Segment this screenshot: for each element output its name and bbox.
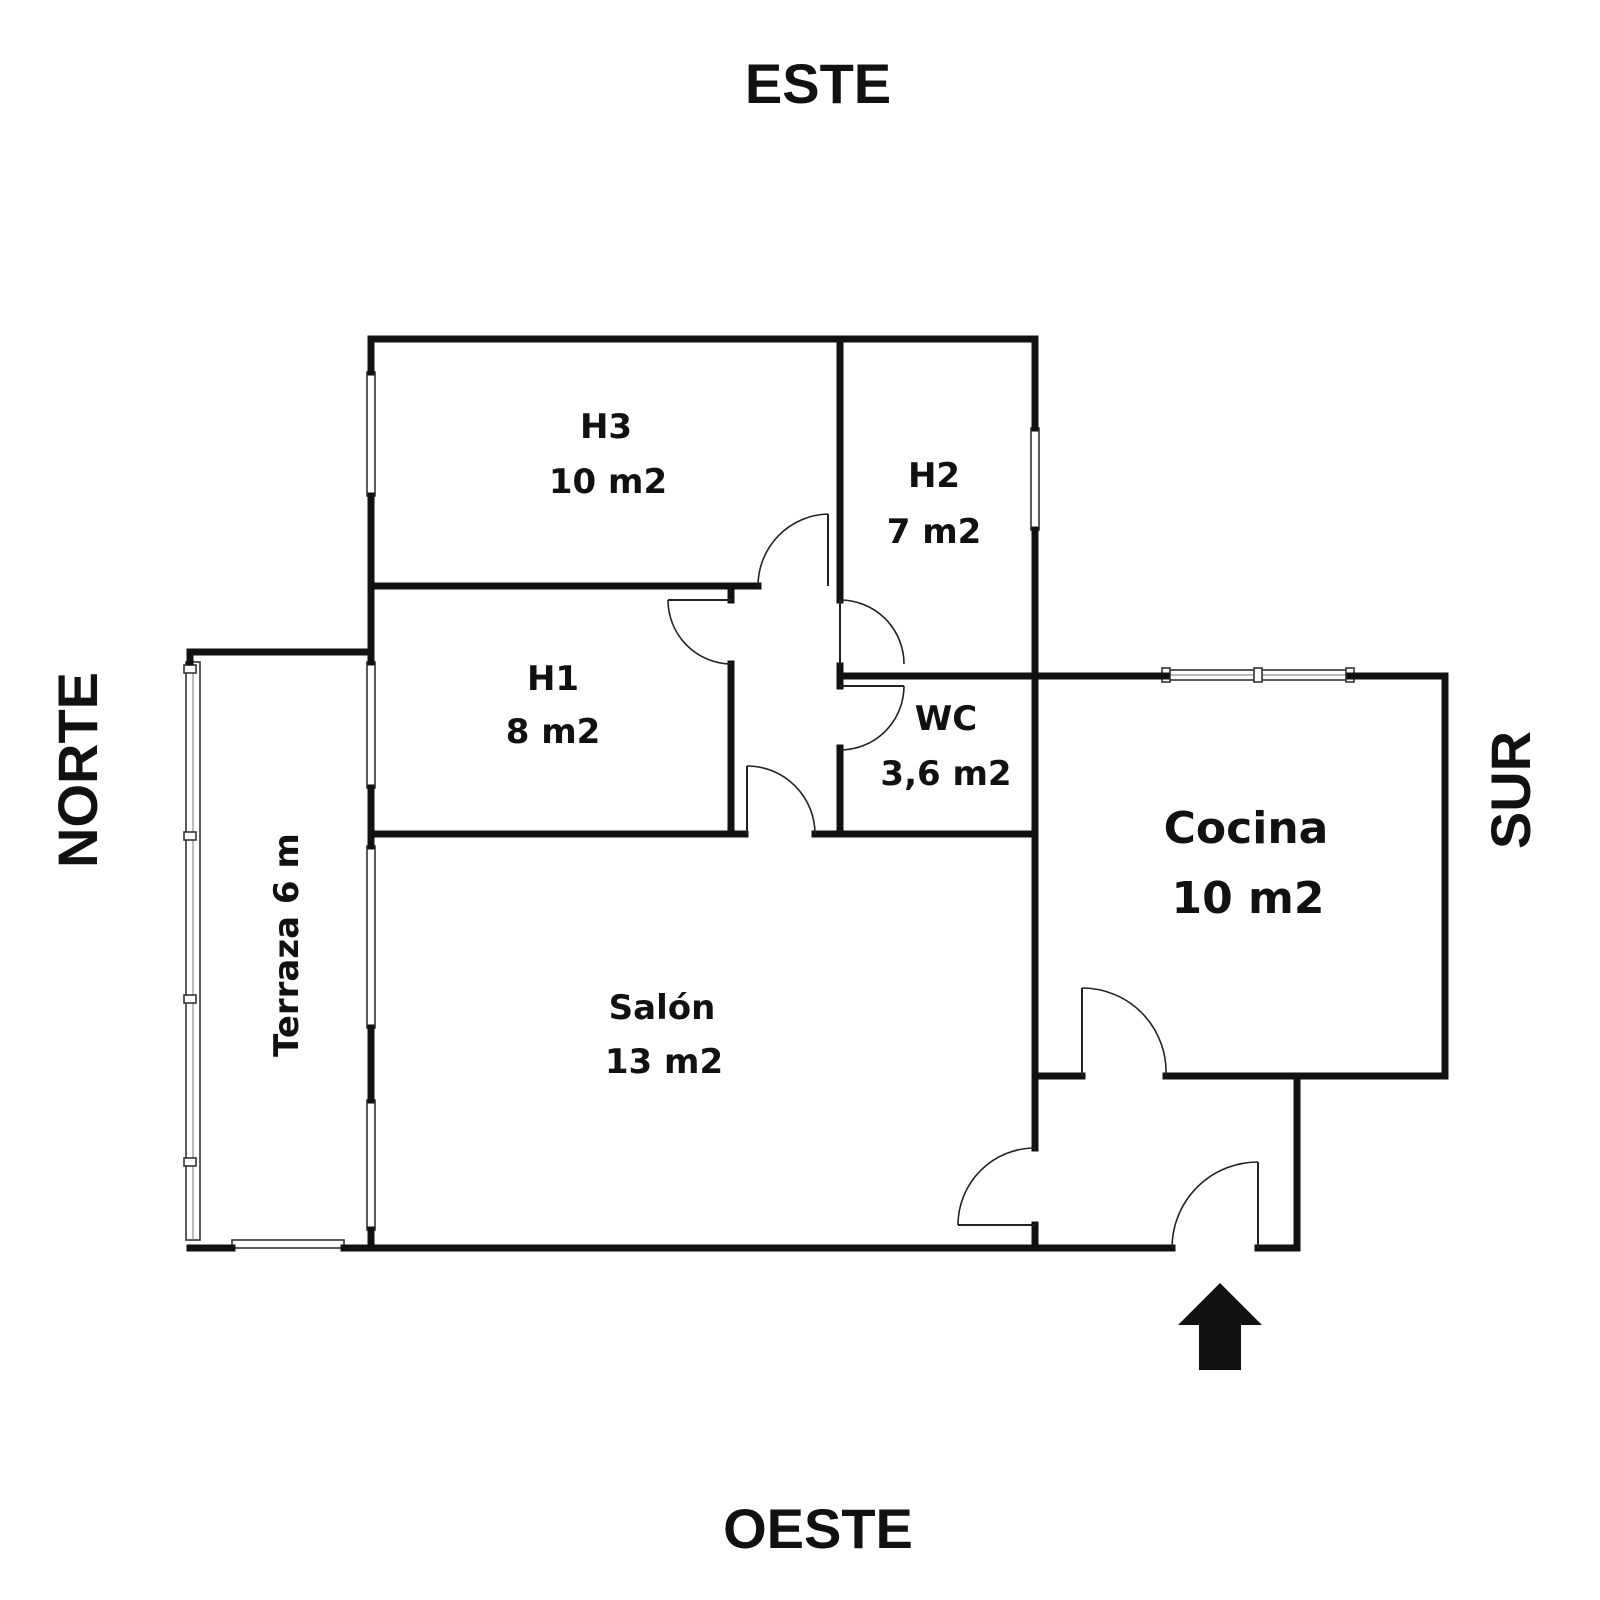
compass-west-label: OESTE [723,1497,913,1560]
door-entrance [1171,1161,1259,1249]
window-terrace-bottom [231,1239,345,1249]
room-wc-name: WC [915,699,977,739]
walls [186,335,1449,1252]
room-cocina-area: 10 m2 [1171,873,1324,924]
room-cocina-name: Cocina [1164,803,1329,854]
door-h2 [839,599,905,666]
room-h3-name: H3 [580,407,632,447]
door-cocina [1081,987,1167,1077]
room-h3-area: 10 m2 [549,462,667,502]
room-terraza-label: Terraza 6 m [267,833,307,1057]
window-salon-lower [366,1099,376,1231]
room-salon-name: Salón [609,988,716,1028]
window-h3 [366,371,376,497]
window-h2 [1030,427,1040,531]
room-h1-name: H1 [527,659,579,699]
room-h2-area: 7 m2 [887,512,982,552]
door-h3 [757,513,829,587]
room-h1-area: 8 m2 [506,712,601,752]
windows [183,371,1355,1249]
door-wc [839,685,905,751]
window-h1 [366,661,376,789]
door-h1 [667,599,732,665]
door-salon-hall [957,1147,1036,1226]
compass-south-label: SUR [1479,731,1542,849]
room-h2-name: H2 [908,456,960,496]
arrow-up-icon [1178,1283,1262,1370]
compass-north-label: NORTE [46,672,109,868]
door-salon [746,765,816,835]
window-salon-upper [366,845,376,1029]
compass-east-label: ESTE [745,52,891,115]
room-wc-area: 3,6 m2 [880,754,1011,794]
doors [667,513,1259,1249]
room-salon-area: 13 m2 [605,1042,723,1082]
